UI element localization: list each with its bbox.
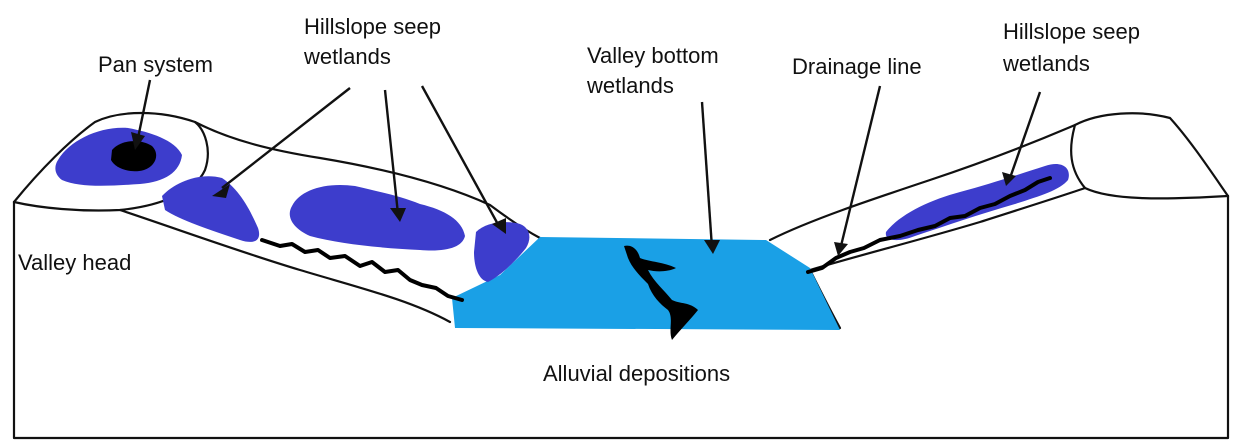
hillslope-seep-wetland-left-1	[162, 176, 259, 242]
drainage-line-arrow	[840, 86, 880, 250]
drainage-line-label: Drainage line	[792, 54, 922, 79]
hillslope-left-label-line2: wetlands	[303, 44, 391, 69]
hillslope-right-arrow	[1010, 92, 1040, 178]
valley-bottom-label-line1: Valley bottom	[587, 43, 719, 68]
hillslope-right-label-line2: wetlands	[1002, 51, 1090, 76]
valley-bottom-label-line2: wetlands	[586, 73, 674, 98]
right-hill-outline	[770, 113, 1228, 240]
hillslope-right-label-line1: Hillslope seep	[1003, 19, 1140, 44]
pan-system-pan	[111, 141, 156, 171]
hillslope-seep-wetland-left-2	[290, 185, 465, 251]
alluvial-depositions-label: Alluvial depositions	[543, 361, 730, 386]
hillslope-left-arrow-1	[222, 88, 350, 188]
pan-system-label: Pan system	[98, 52, 213, 77]
pan-system-arrow	[138, 80, 150, 138]
hillslope-left-arrow-3	[422, 86, 500, 228]
valley-bottom-arrow	[702, 102, 712, 248]
hillslope-left-label-line1: Hillslope seep	[304, 14, 441, 39]
valley-head-label: Valley head	[18, 250, 131, 275]
